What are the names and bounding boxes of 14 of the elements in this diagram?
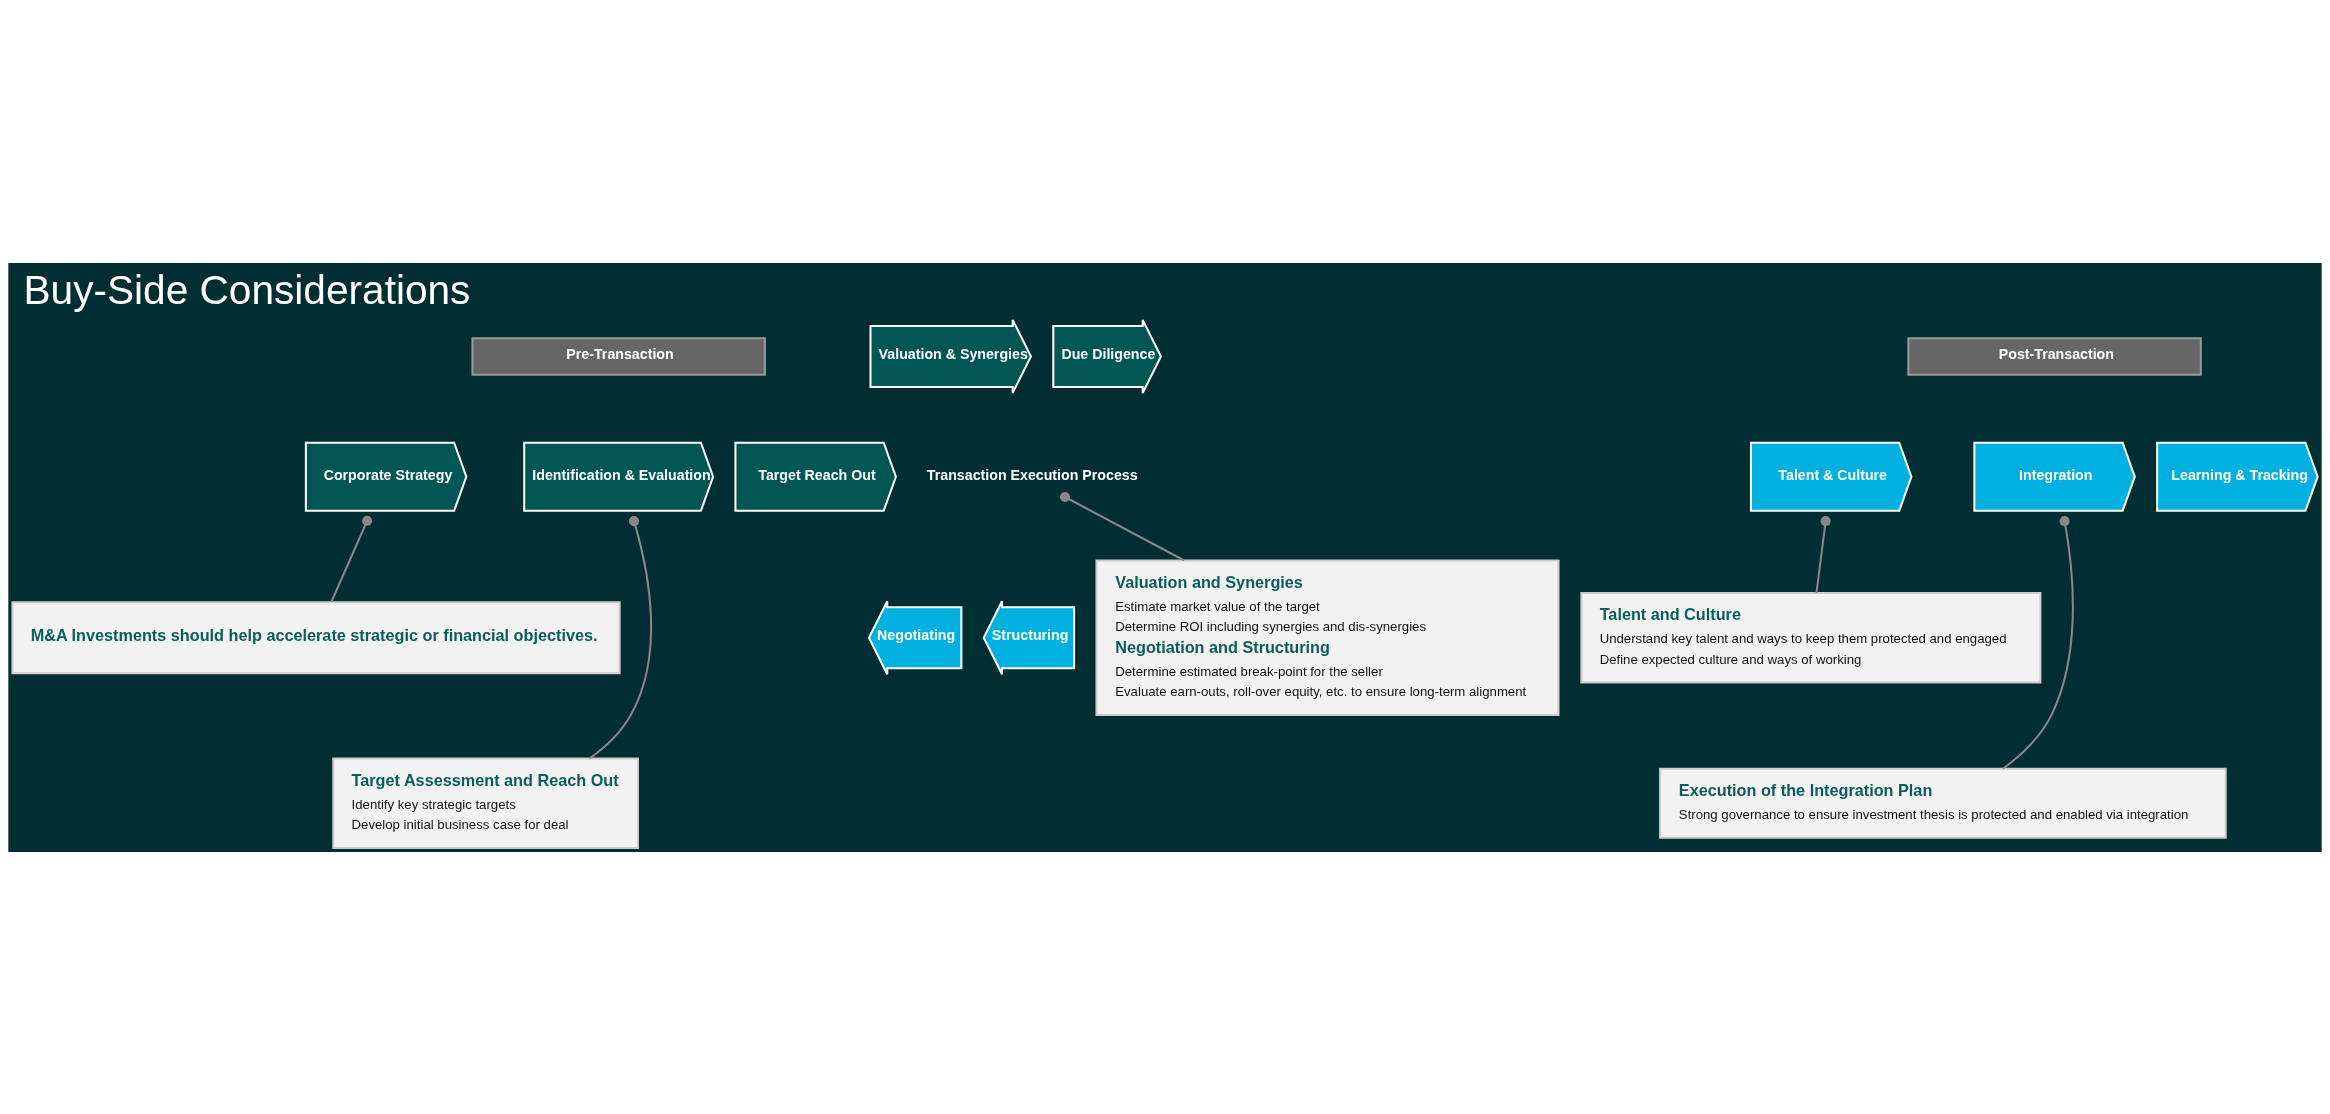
node-box: Talent and Culture Understand key talent and ways to keep them protected and engaged Define expected culture and ways of working [1580,591,2042,683]
node-box: Valuation and Synergies Estimate market value of the target Determine ROI including synergies and dis-synergies Negotiation and Structuring Determine estimated break-point for the seller Evaluate earn-outs, roll-over equity, etc. to ensure long-term alignment [1095,559,1560,716]
connector [1059,491,1185,561]
node-box: Target Assessment and Reach Out Identify key strategic targets Develop initial business case for deal [332,757,639,849]
connector [588,515,653,759]
node-box: Pre-Transaction [471,336,766,376]
connector [2002,515,2074,770]
connector [1815,515,1831,593]
node-box: Execution of the Integration Plan Strong governance to ensure investment thesis is protected and enabled via integration [1659,767,2227,839]
connector [330,515,373,602]
node-box: M&A Investments should help accelerate strategic or financial objectives. [11,600,621,674]
node-text: Transaction Execution Process [926,466,1138,483]
node-box: Post-Transaction [1907,336,2202,376]
diagram-title: Buy-Side Considerations [23,266,471,313]
